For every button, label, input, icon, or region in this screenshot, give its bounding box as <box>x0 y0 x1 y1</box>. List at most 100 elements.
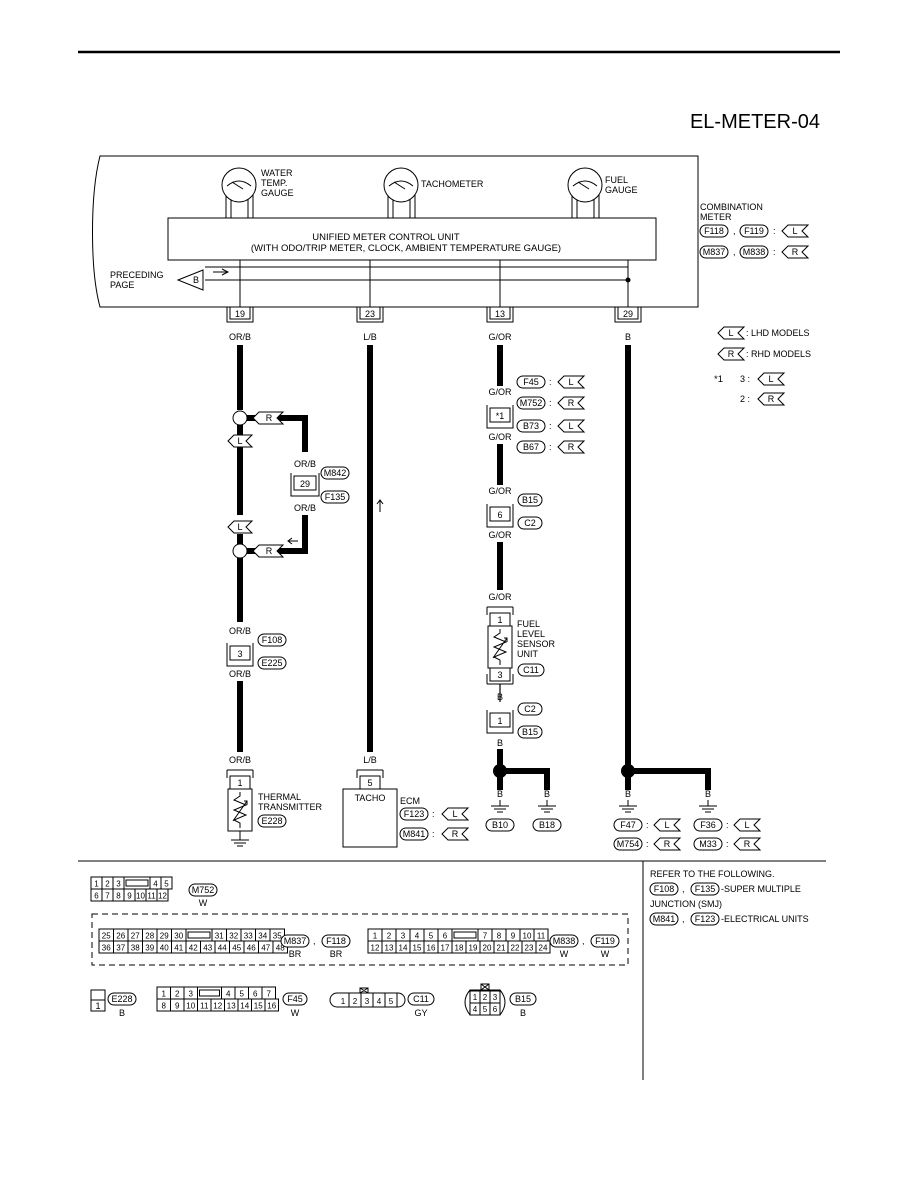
m837-pin: 41 <box>174 944 183 953</box>
m837-pin: 30 <box>174 932 183 941</box>
refer-conn-f108: F108 <box>654 884 675 894</box>
f45-pin: 13 <box>227 1002 236 1011</box>
sensor-label-4: UNIT <box>517 649 538 659</box>
star-conn-model-0: L <box>568 377 573 387</box>
splice-dot <box>625 277 631 283</box>
ground-f36-model: L <box>744 820 749 830</box>
smj-wire-top: OR/B <box>294 459 316 469</box>
f108-wire-top: OR/B <box>229 626 251 636</box>
svg-text::: : <box>646 820 649 830</box>
control-unit-line2: (WITH ODO/TRIP METER, CLOCK, AMBIENT TEM… <box>251 243 561 254</box>
ecm-wire: L/B <box>363 755 377 765</box>
m837-pin: 38 <box>131 944 140 953</box>
legend-lhd-label: : LHD MODELS <box>746 328 810 338</box>
m752-pin: 5 <box>164 880 169 889</box>
refer-conn-f135: F135 <box>695 884 716 894</box>
m837-pin: 25 <box>102 932 111 941</box>
preceding-page-label-2: PAGE <box>110 280 134 290</box>
c11-pin: 3 <box>365 997 370 1006</box>
ecm-conn-2: M841 <box>403 829 426 839</box>
b15-name: B15 <box>515 994 531 1004</box>
m837-pin: 45 <box>232 944 241 953</box>
f45-pin: 5 <box>240 990 245 999</box>
m838-pin: 7 <box>483 932 488 941</box>
dashed-connector-group <box>91 913 629 966</box>
m838-pin: 5 <box>429 932 434 941</box>
star-wire-bottom: G/OR <box>488 432 512 442</box>
f108-conn-top: F108 <box>262 635 283 645</box>
m838-pin: 20 <box>483 944 492 953</box>
m838-pin: 18 <box>455 944 464 953</box>
thermal-label-2: TRANSMITTER <box>258 802 322 812</box>
f45-pin: 3 <box>189 990 194 999</box>
legend-lhd-tag: L <box>728 328 733 338</box>
combination-meter-label-1: COMBINATION <box>700 202 763 212</box>
control-unit-line1: UNIFIED METER CONTROL UNIT <box>312 232 460 243</box>
sensor-wire-top: G/OR <box>488 592 512 602</box>
terminal-pin-3: 29 <box>623 309 633 319</box>
f118-name: F118 <box>326 936 346 946</box>
m838-pin: 6 <box>443 932 448 941</box>
f45-pin: 10 <box>186 1002 195 1011</box>
star-conn-model-2: L <box>568 421 573 431</box>
legend: L : LHD MODELS R : RHD MODELS *1 3 : L 2… <box>714 326 811 406</box>
ground-b18-conn: B18 <box>539 820 555 830</box>
svg-text::: : <box>549 421 552 431</box>
model-tag-r: R <box>792 247 799 257</box>
junction-tag-1: R <box>266 413 273 423</box>
terminal-pin-2: 13 <box>495 309 505 319</box>
conn-f118: F118 <box>704 226 724 236</box>
ecm-pin: 5 <box>367 778 372 788</box>
sensor-pin-top: 1 <box>497 615 502 625</box>
thermal-label-1: THERMAL <box>258 792 301 802</box>
star-conn-model-1: R <box>568 398 575 408</box>
f45-pin: 8 <box>162 1002 167 1011</box>
m837-pin: 35 <box>273 932 282 941</box>
f108-conn-bottom: E225 <box>261 658 282 668</box>
refer-smj-text: -SUPER MULTIPLE <box>721 884 801 894</box>
b15-wire-top: G/OR <box>488 486 512 496</box>
ground-f36-wire: B <box>705 789 711 799</box>
svg-text::: : <box>549 442 552 452</box>
terminal-pin-0: 19 <box>235 309 245 319</box>
m838-pin: 1 <box>373 932 378 941</box>
c11-color: GY <box>414 1008 427 1018</box>
model-tag-l: L <box>792 226 797 236</box>
star-conn-2: B73 <box>523 421 539 431</box>
sensor-label-1: FUEL <box>517 619 540 629</box>
f45-pin: 11 <box>200 1002 209 1011</box>
m752-pin: 8 <box>116 892 121 901</box>
conn-m838: M838 <box>743 247 766 257</box>
column-b: B B F47 : L M754 : R F36 : L M33 : R <box>613 345 762 851</box>
svg-text::: : <box>549 377 552 387</box>
thermal-wire: OR/B <box>229 755 251 765</box>
ecm-box <box>342 788 398 848</box>
terminal-pin-1: 23 <box>365 309 375 319</box>
f45-pin: 12 <box>213 1002 222 1011</box>
m752-pin: 10 <box>136 892 145 901</box>
tachometer-label: TACHOMETER <box>421 179 484 189</box>
svg-text:,: , <box>682 884 685 894</box>
m837-pin: 40 <box>160 944 169 953</box>
legend-rhd-label: : RHD MODELS <box>746 349 811 359</box>
m838-pin: 16 <box>427 944 436 953</box>
sensor-pin-bottom: 3 <box>497 670 502 680</box>
b15-pin: 5 <box>483 1005 488 1014</box>
conn-m837: M837 <box>703 247 726 257</box>
m837-pin: 28 <box>145 932 154 941</box>
refer-line3: JUNCTION (SMJ) <box>650 899 722 909</box>
f45-pin: 14 <box>240 1002 249 1011</box>
b15-pin: 3 <box>493 993 498 1002</box>
m837-pin: 33 <box>244 932 253 941</box>
m837-pin: 48 <box>276 944 285 953</box>
ecm-label: ECM <box>400 796 420 806</box>
m838-pin: 12 <box>371 944 380 953</box>
legend-star: *1 <box>714 374 723 385</box>
junction-circle-top <box>232 410 248 426</box>
m837-pin: 37 <box>116 944 125 953</box>
c11-pin: 4 <box>377 997 382 1006</box>
e228-pin: 1 <box>95 1001 100 1011</box>
